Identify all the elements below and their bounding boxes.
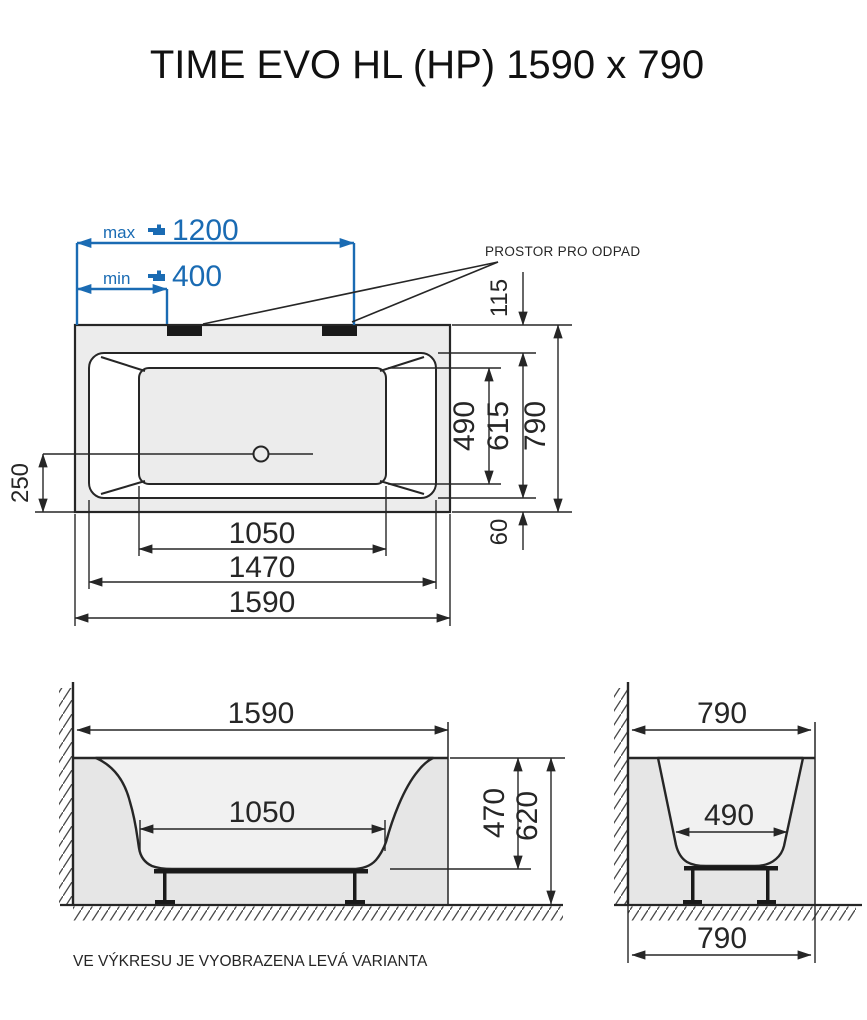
dim-inner-depth-value: 470 (478, 788, 511, 838)
dim-side-length: 1590 (76, 697, 449, 735)
min-label: min (103, 269, 130, 288)
faucet-icon (148, 224, 165, 235)
dim-overall-depth: 790 (519, 324, 563, 513)
wall-hatch (59, 688, 73, 905)
dim-rim-depth-value: 615 (482, 401, 515, 451)
dim-overall-length-value: 1590 (229, 586, 296, 619)
faucet-icon (148, 270, 165, 281)
waste-zone-label: PROSTOR PRO ODPAD (485, 244, 640, 259)
drain-icon (252, 445, 270, 463)
dim-side-basin-length-value: 1050 (229, 796, 296, 829)
waste-marker-right (322, 326, 357, 336)
leg-right (766, 870, 770, 901)
basin-corner-lines (100, 356, 425, 495)
max-value: 1200 (172, 214, 239, 247)
foot-left (155, 900, 175, 905)
foot-right (345, 900, 365, 905)
min-value: 400 (172, 260, 222, 293)
waste-marker-left (167, 326, 202, 336)
dim-rim-length: 1470 (88, 551, 437, 587)
dim-overall-length: 1590 (74, 586, 451, 623)
support-rail (684, 866, 778, 871)
dim-inner-depth: 470 (478, 757, 523, 870)
leg-left (163, 873, 167, 901)
floor-hatch (73, 906, 563, 921)
dim-end-basin-width-value: 490 (704, 799, 754, 832)
wall-hatch (614, 688, 628, 905)
page-title: TIME EVO HL (HP) 1590 x 790 (150, 43, 704, 87)
side-extension-lines (390, 757, 565, 870)
dim-rim-gap-value: 60 (486, 519, 513, 546)
foot-right (757, 900, 776, 905)
dim-basin-length: 1050 (138, 517, 387, 554)
dim-basin-depth: 490 (448, 367, 494, 485)
dim-end-width-top-value: 790 (697, 697, 747, 730)
floor-hatch (628, 906, 856, 921)
dim-rim-gap: 60 (486, 511, 528, 550)
dim-end-width-bottom-value: 790 (697, 922, 747, 955)
dim-end-width-top: 790 (631, 697, 812, 735)
leg-left (691, 870, 695, 901)
end-view-elevation: 790 490 790 (614, 682, 862, 963)
dim-waste-zone: 115 (486, 272, 528, 326)
waste-leader-lines (202, 261, 499, 325)
dim-end-width-bottom: 790 (627, 905, 816, 963)
dim-overall-height: 620 (511, 757, 556, 905)
variant-note: VE VÝKRESU JE VYOBRAZENA LEVÁ VARIANTA (73, 953, 428, 970)
support-rail (154, 869, 368, 874)
max-label: max (103, 223, 136, 242)
extension-lines-bottom (74, 486, 451, 626)
foot-left (683, 900, 702, 905)
dim-basin-length-value: 1050 (229, 517, 296, 550)
dim-waste-zone-value: 115 (486, 279, 513, 317)
dim-rim-length-value: 1470 (229, 551, 296, 584)
dim-side-length-value: 1590 (228, 697, 295, 730)
dim-drain-offset-value: 250 (7, 463, 34, 503)
dim-side-basin-length: 1050 (139, 796, 386, 851)
dim-basin-depth-value: 490 (448, 401, 481, 451)
dim-faucet-min: min 400 (76, 260, 222, 324)
dim-end-basin-width: 490 (675, 799, 788, 837)
dim-drain-offset: 250 (7, 453, 75, 513)
dim-rim-depth: 615 (482, 352, 528, 499)
dim-overall-depth-value: 790 (519, 401, 552, 451)
top-view-plan: max 1200 min 400 PROSTOR PRO ODPAD (7, 214, 640, 626)
basin-outline (138, 367, 387, 485)
side-view-elevation: 1590 1050 470 620 (59, 682, 565, 921)
leg-right (353, 873, 357, 901)
dim-overall-height-value: 620 (511, 791, 544, 841)
